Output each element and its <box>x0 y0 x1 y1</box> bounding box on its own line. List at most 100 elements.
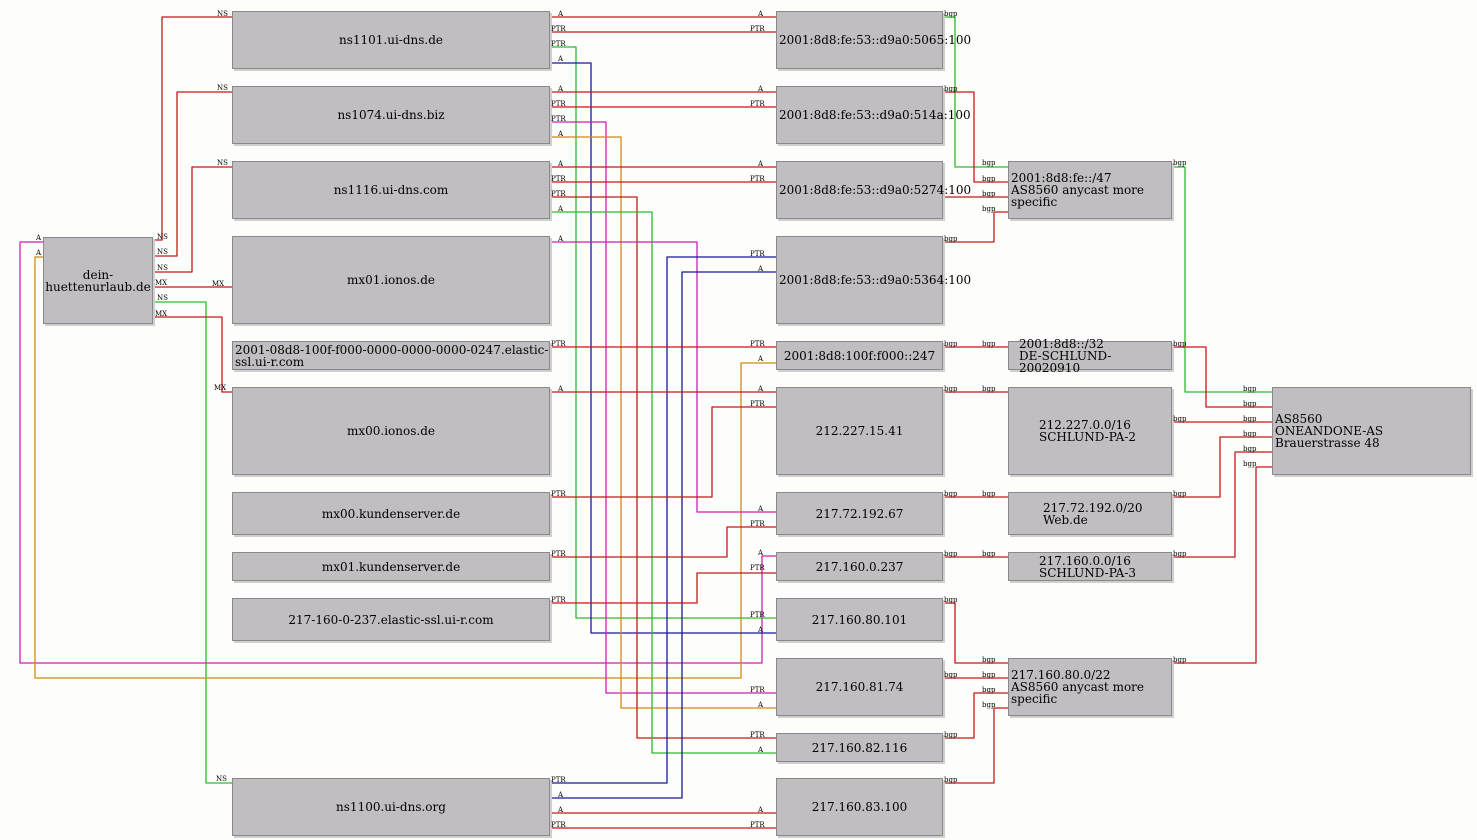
edge-line-1 <box>153 91 232 257</box>
edge-line-0 <box>153 16 232 241</box>
edge-label-ptr: PTR <box>551 340 566 348</box>
edge-label-ptr: PTR <box>750 25 765 33</box>
edge-line-20 <box>550 241 776 513</box>
edge-label-ns: NS <box>157 248 168 256</box>
node-net-217-72[interactable]: 217.72.192.0/20 Web.de <box>1008 492 1172 535</box>
node-elastic-v4[interactable]: 217-160-0-237.elastic-ssl.ui-r.com <box>232 598 550 641</box>
edge-line-45 <box>1172 436 1272 498</box>
edge-label-ptr: PTR <box>551 100 566 108</box>
edge-label-ptr: PTR <box>551 190 566 198</box>
node-ns1074[interactable]: ns1074.ui-dns.biz <box>232 86 550 144</box>
node-mx01-kundenserver-label: mx01.kundenserver.de <box>321 559 461 574</box>
node-ip-217-160-81-74-label: 217.160.81.74 <box>815 680 904 694</box>
edge-line-6 <box>19 241 776 664</box>
node-net-fe-47[interactable]: 2001:8d8:fe::/47 AS8560 anycast more spe… <box>1008 161 1172 219</box>
edge-label-bgp: bgp <box>1243 460 1257 468</box>
node-net-217-160[interactable]: 217.160.0.0/16 SCHLUND-PA-3 <box>1008 552 1172 581</box>
edge-label-mx: MX <box>155 279 168 287</box>
edge-label-ns: NS <box>216 775 227 783</box>
node-elastic-v4-label: 217-160-0-237.elastic-ssl.ui-r.com <box>288 612 494 627</box>
node-ip-5364[interactable]: 2001:8d8:fe:53::d9a0:5364:100 <box>776 236 971 324</box>
node-ip-217-72-192-67[interactable]: 217.72.192.67 <box>776 492 943 535</box>
edge-line-33 <box>943 211 1008 243</box>
edge-label-ptr: PTR <box>750 686 765 694</box>
edge-label-bgp: bgp <box>1173 415 1187 423</box>
edge-label-bgp: bgp <box>944 385 958 393</box>
node-ns1101[interactable]: ns1101.ui-dns.de <box>232 11 550 69</box>
node-net-212-227[interactable]: 212.227.0.0/16 SCHLUND-PA-2 <box>1008 387 1172 475</box>
node-ip-217-160-83-100[interactable]: 217.160.83.100 <box>776 778 943 836</box>
node-ns1101-label: ns1101.ui-dns.de <box>338 33 444 47</box>
edge-label-bgp: bgp <box>1243 445 1257 453</box>
edge-label-a: A <box>558 10 564 18</box>
edge-label-ptr: PTR <box>551 821 566 829</box>
edge-line-19 <box>550 211 776 754</box>
edge-label-bgp: bgp <box>944 490 958 498</box>
edge-label-a: A <box>558 235 564 243</box>
node-ns1100[interactable]: ns1100.ui-dns.org <box>232 778 550 836</box>
edge-label-bgp: bgp <box>944 235 958 243</box>
edge-label-bgp: bgp <box>944 550 958 558</box>
node-ip-217-160-82-116[interactable]: 217.160.82.116 <box>776 733 943 762</box>
node-net-217-160-80-label: 217.160.80.0/22 AS8560 anycast more spec… <box>1011 668 1145 706</box>
node-domain[interactable]: dein-huettenurlaub.de <box>43 237 153 324</box>
edge-label-ptr: PTR <box>551 490 566 498</box>
edge-label-a: A <box>36 234 42 242</box>
node-mx01-kundenserver[interactable]: mx01.kundenserver.de <box>232 552 550 581</box>
edge-line-15 <box>550 136 776 709</box>
edge-label-bgp: bgp <box>1173 340 1187 348</box>
node-net-217-160-80[interactable]: 217.160.80.0/22 AS8560 anycast more spec… <box>1008 658 1172 716</box>
node-ip-5364-label: 2001:8d8:fe:53::d9a0:5364:100 <box>779 273 972 287</box>
node-ip-217-160-0-237[interactable]: 217.160.0.237 <box>776 552 943 581</box>
node-mx00-kundenserver[interactable]: mx00.kundenserver.de <box>232 492 550 535</box>
edge-line-7 <box>34 256 776 679</box>
edge-label-bgp: bgp <box>1243 430 1257 438</box>
edge-label-bgp: bgp <box>944 85 958 93</box>
node-ip-5274[interactable]: 2001:8d8:fe:53::d9a0:5274:100 <box>776 161 971 219</box>
edge-label-ptr: PTR <box>750 821 765 829</box>
edge-line-5 <box>153 316 232 393</box>
edge-label-mx: MX <box>214 384 227 392</box>
node-ip-514a[interactable]: 2001:8d8:fe:53::d9a0:514a:100 <box>776 86 971 144</box>
edge-label-mx: MX <box>212 280 225 288</box>
edge-line-21 <box>550 256 776 784</box>
edge-label-ptr: PTR <box>750 400 765 408</box>
edge-label-a: A <box>758 10 764 18</box>
edge-label-a: A <box>558 385 564 393</box>
edge-label-ns: NS <box>217 159 228 167</box>
edge-label-bgp: bgp <box>982 385 996 393</box>
node-net-212-227-label: 212.227.0.0/16 SCHLUND-PA-2 <box>1039 418 1137 444</box>
edge-label-bgp: bgp <box>944 671 958 679</box>
node-mx00-ionos[interactable]: mx00.ionos.de <box>232 387 550 475</box>
edge-label-ptr: PTR <box>551 776 566 784</box>
node-as8560[interactable]: AS8560 ONEANDONE-AS Brauerstrasse 48 <box>1272 387 1471 475</box>
edge-label-ptr: PTR <box>551 596 566 604</box>
edge-label-bgp: bgp <box>982 686 996 694</box>
edge-label-ptr: PTR <box>750 564 765 572</box>
edge-label-a: A <box>758 701 764 709</box>
edge-label-bgp: bgp <box>944 340 958 348</box>
edge-line-38 <box>943 602 1008 664</box>
edge-label-a: A <box>558 160 564 168</box>
node-elastic-v6[interactable]: 2001-08d8-100f-f000-0000-0000-0000-0247.… <box>232 341 550 370</box>
node-ip-5065[interactable]: 2001:8d8:fe:53::d9a0:5065:100 <box>776 11 971 69</box>
edge-label-mx: MX <box>155 310 168 318</box>
node-ip-217-160-82-116-label: 217.160.82.116 <box>811 740 908 755</box>
node-ns1116[interactable]: ns1116.ui-dns.com <box>232 161 550 219</box>
node-ip-217-160-81-74[interactable]: 217.160.81.74 <box>776 658 943 716</box>
node-ip-217-160-80-101[interactable]: 217.160.80.101 <box>776 598 943 641</box>
edge-label-a: A <box>36 249 42 257</box>
edge-line-41 <box>943 707 1008 784</box>
node-ns1116-label: ns1116.ui-dns.com <box>333 183 449 197</box>
node-ip-212-227-15-41[interactable]: 212.227.15.41 <box>776 387 943 475</box>
edge-label-ns: NS <box>157 264 168 272</box>
edge-label-bgp: bgp <box>982 701 996 709</box>
edge-label-ptr: PTR <box>750 100 765 108</box>
edge-label-a: A <box>758 265 764 273</box>
node-ip-247[interactable]: 2001:8d8:100f:f000::247 <box>776 341 943 370</box>
edge-label-ptr: PTR <box>551 550 566 558</box>
node-ip-217-160-0-237-label: 217.160.0.237 <box>815 559 904 574</box>
node-net-8d8-32[interactable]: 2001:8d8::/32 DE-SCHLUND-20020910 <box>1008 338 1172 374</box>
edge-label-bgp: bgp <box>982 671 996 679</box>
node-mx01-ionos[interactable]: mx01.ionos.de <box>232 236 550 324</box>
